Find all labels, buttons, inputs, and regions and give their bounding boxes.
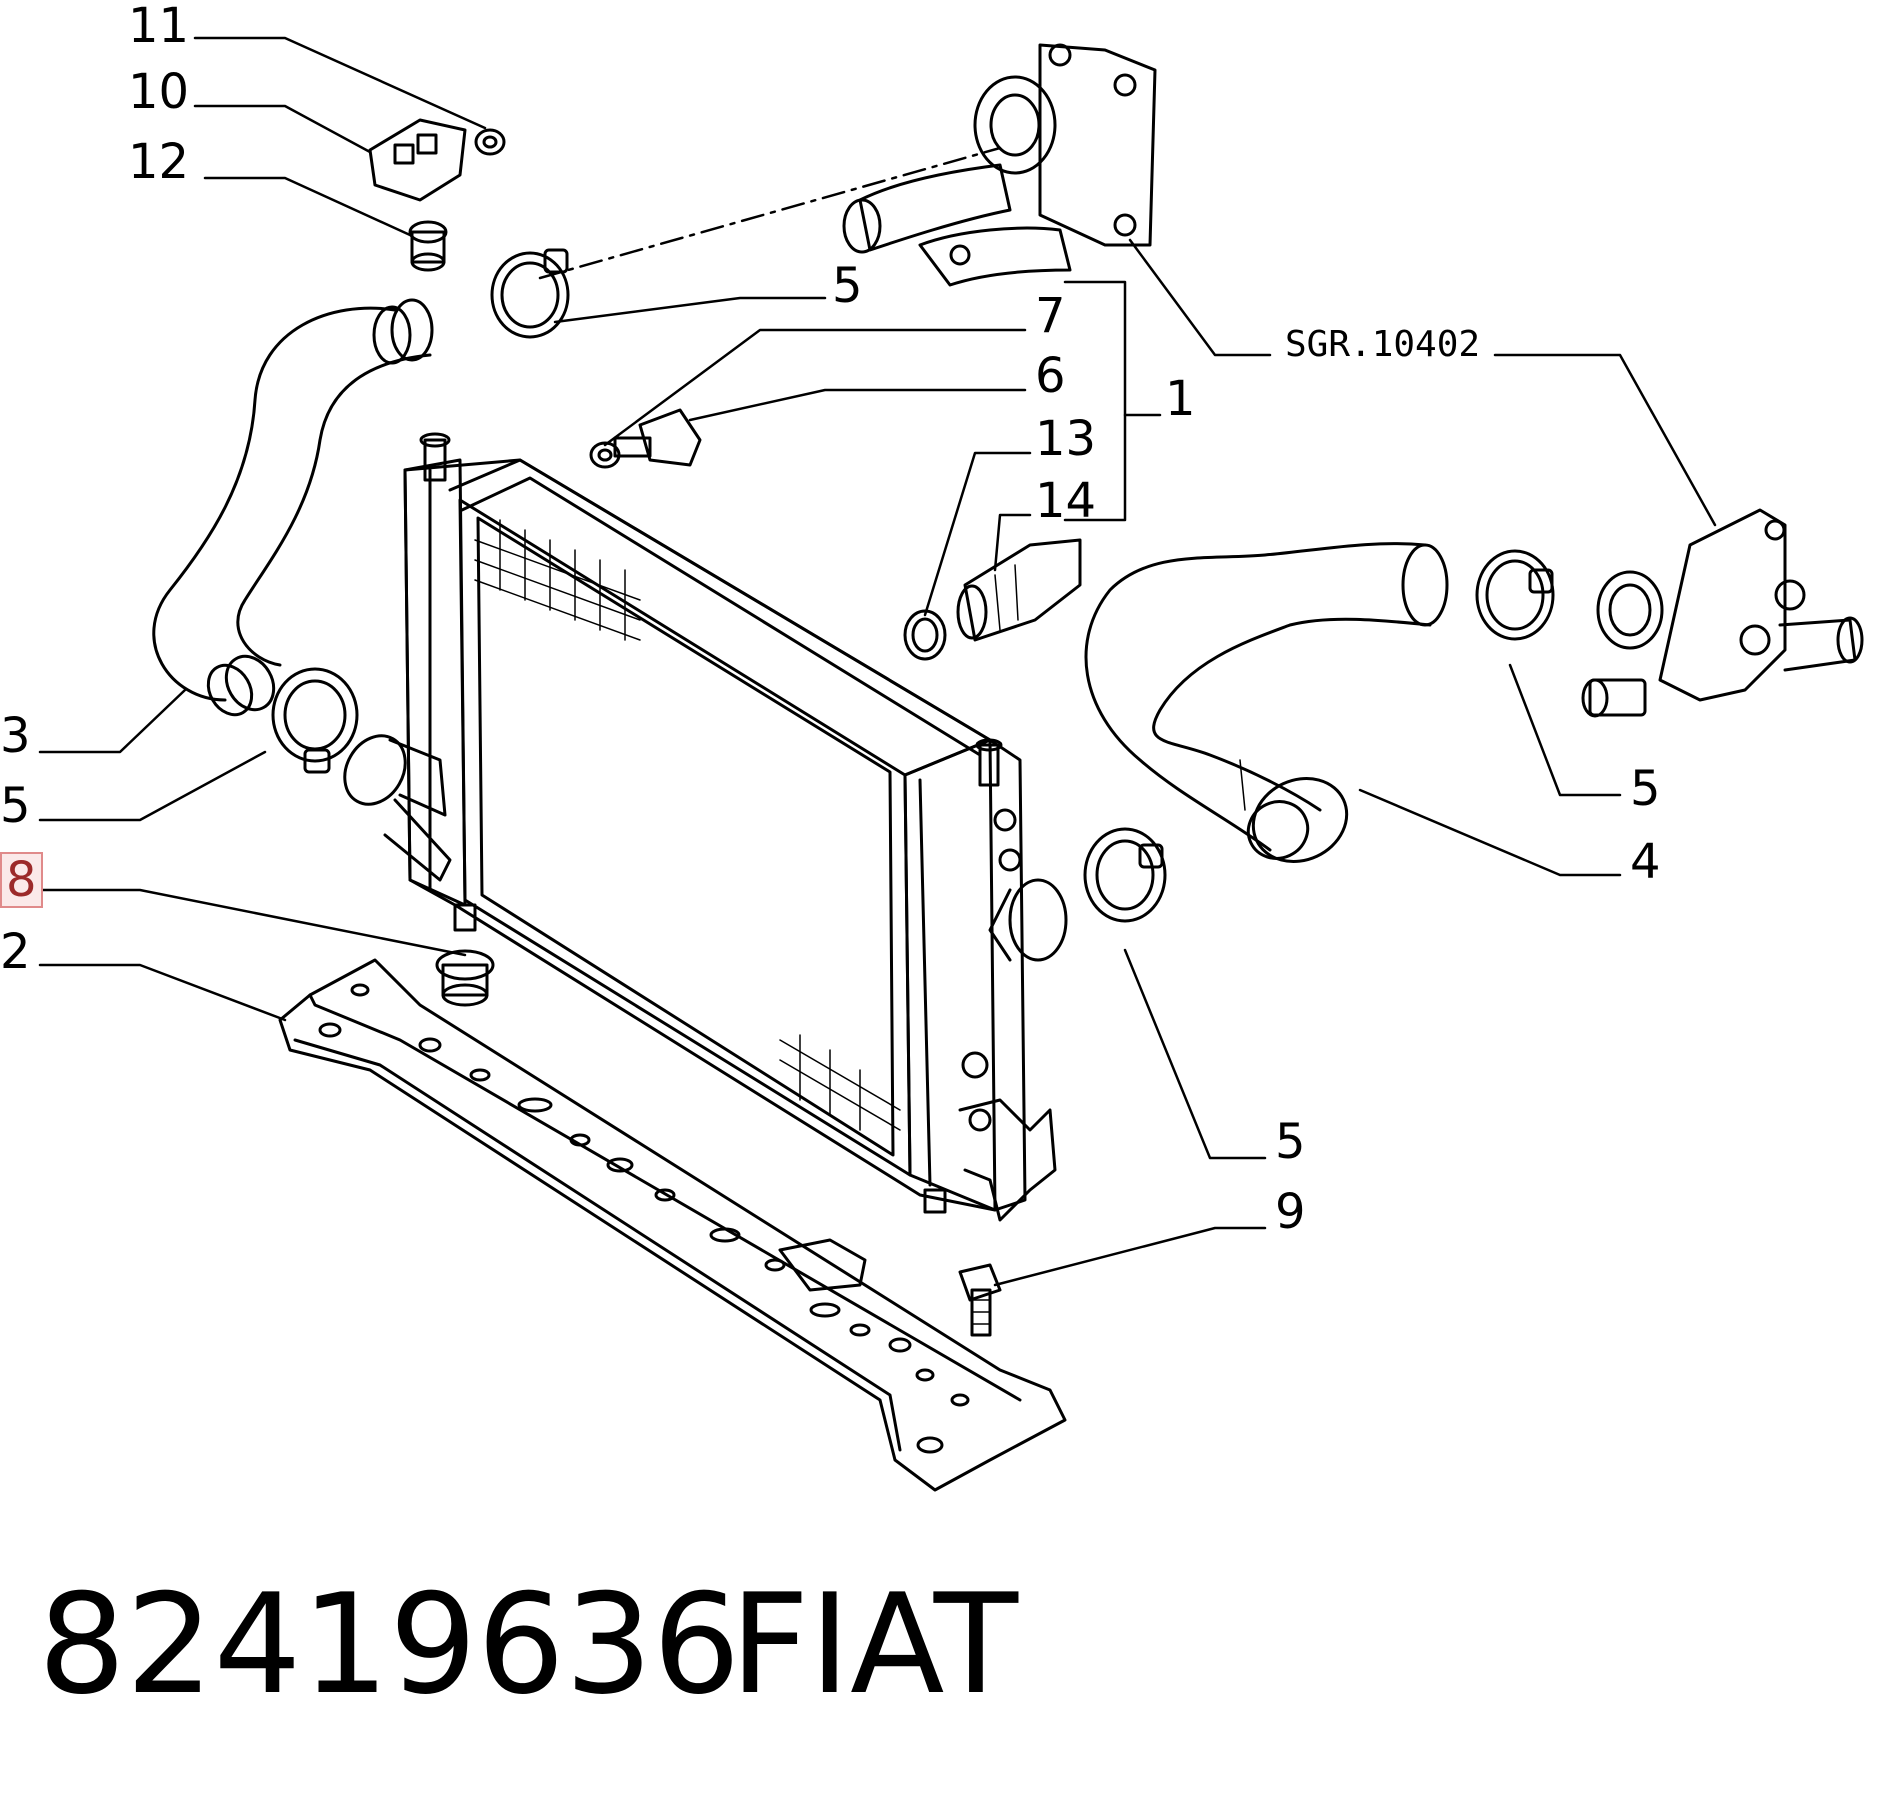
o-ring-13 bbox=[905, 611, 945, 659]
leader-6 bbox=[690, 390, 1025, 420]
leader-5-lower bbox=[1125, 950, 1265, 1158]
crossmember-holes bbox=[320, 985, 968, 1452]
crossmember bbox=[280, 960, 1065, 1490]
grommet-12 bbox=[410, 222, 446, 242]
callout-5-thermostat-clamp: 5 bbox=[832, 258, 863, 314]
callout-5-left-clamp: 5 bbox=[0, 778, 31, 834]
leader-12 bbox=[205, 178, 410, 235]
bolt-9 bbox=[960, 1265, 1000, 1300]
leader-11 bbox=[195, 38, 485, 128]
leader-5-top bbox=[555, 298, 825, 322]
leader-lines bbox=[40, 38, 1715, 1285]
leader-7 bbox=[605, 330, 1025, 445]
leader-group-ref-left bbox=[1130, 240, 1270, 355]
callout-9: 9 bbox=[1275, 1184, 1306, 1240]
leader-10 bbox=[195, 106, 370, 152]
leader-9 bbox=[995, 1228, 1265, 1285]
callout-11: 11 bbox=[128, 0, 190, 54]
clamp-left bbox=[273, 669, 357, 772]
washer-11 bbox=[476, 130, 504, 154]
bracket-10 bbox=[370, 120, 465, 200]
leader-5-right bbox=[1510, 665, 1620, 795]
leader-1-bracket bbox=[1065, 282, 1125, 520]
leader-8 bbox=[40, 890, 465, 955]
leader-13 bbox=[925, 453, 1030, 615]
sensor-6 bbox=[640, 410, 700, 465]
brand-name: FIAT bbox=[730, 1564, 1019, 1725]
callout-10: 10 bbox=[128, 64, 190, 120]
thermostat-housing-right bbox=[1583, 510, 1862, 716]
washer-7 bbox=[591, 443, 619, 467]
clamp-lower bbox=[1085, 829, 1165, 921]
clamp-right bbox=[1477, 551, 1553, 639]
part-number: 82419636 bbox=[38, 1564, 741, 1725]
callout-3: 3 bbox=[0, 708, 31, 764]
thermostat-axis-line bbox=[540, 148, 1000, 278]
leader-3 bbox=[40, 690, 185, 752]
callout-6: 6 bbox=[1035, 348, 1066, 404]
callout-2: 2 bbox=[0, 924, 31, 980]
radiator-right-inlet bbox=[1010, 880, 1066, 960]
callout-14: 14 bbox=[1035, 473, 1097, 529]
callout-12: 12 bbox=[128, 134, 190, 190]
upper-hose bbox=[154, 300, 432, 723]
fitting-14 bbox=[965, 540, 1080, 640]
leader-4 bbox=[1360, 790, 1620, 875]
radiator-left-tank bbox=[405, 460, 465, 905]
leader-14 bbox=[995, 515, 1030, 570]
clamp-top bbox=[492, 250, 568, 337]
radiator bbox=[333, 434, 1066, 1220]
lower-hose bbox=[1086, 544, 1447, 877]
callout-5-right-clamp: 5 bbox=[1630, 761, 1661, 817]
radiator-fins bbox=[475, 520, 900, 1130]
callout-8-highlighted: 8 bbox=[0, 852, 43, 908]
callout-4: 4 bbox=[1630, 834, 1661, 890]
callout-7: 7 bbox=[1035, 288, 1066, 344]
group-reference: SGR.10402 bbox=[1285, 324, 1481, 365]
callout-1: 1 bbox=[1165, 371, 1196, 427]
callout-13: 13 bbox=[1035, 411, 1097, 467]
grommet-8 bbox=[437, 951, 493, 979]
radiator-left-outlet bbox=[333, 725, 417, 815]
leader-2 bbox=[40, 965, 285, 1020]
small-parts bbox=[370, 120, 1080, 1335]
hose-clamps bbox=[273, 250, 1553, 921]
callout-5-lower-clamp: 5 bbox=[1275, 1114, 1306, 1170]
thermostat-housing-top bbox=[844, 45, 1155, 285]
leader-5-left bbox=[40, 752, 265, 820]
leader-group-ref-right bbox=[1495, 355, 1715, 525]
